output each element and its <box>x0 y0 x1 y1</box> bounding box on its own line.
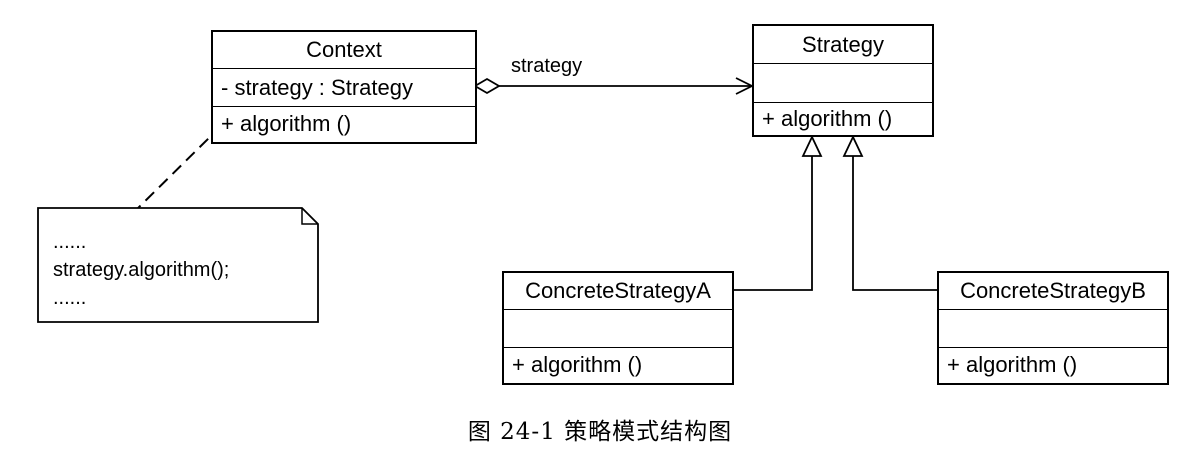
class-concrete-strategy-a: ConcreteStrategyA + algorithm () <box>502 271 734 385</box>
class-strategy-operation: + algorithm () <box>762 106 893 131</box>
note-line-3: ...... <box>53 287 87 309</box>
generalization-arrow-a <box>801 134 823 157</box>
class-concrete-strategy-b: ConcreteStrategyB + algorithm () <box>937 271 1169 385</box>
class-strategy-attributes <box>754 64 932 103</box>
note-anchor-line <box>131 132 215 215</box>
class-concrete-strategy-b-attributes <box>939 310 1167 348</box>
class-context-name: Context <box>213 32 475 69</box>
generalization-line-b <box>852 156 939 291</box>
aggregation-diamond <box>473 77 501 95</box>
class-strategy-name: Strategy <box>754 26 932 64</box>
class-strategy: Strategy + algorithm () <box>752 24 934 137</box>
note-line-1: ...... <box>53 231 87 253</box>
association-label: strategy <box>511 55 583 77</box>
figure-caption: 图 24-1 策略模式结构图 <box>467 419 733 445</box>
note-line-2: strategy.algorithm(); <box>53 259 230 281</box>
note-fold <box>301 208 318 225</box>
class-context-attribute: - strategy : Strategy <box>213 69 475 107</box>
generalization-line-a <box>732 156 813 291</box>
generalization-arrow-b <box>842 134 864 157</box>
class-concrete-strategy-b-operation: + algorithm () <box>947 352 1078 377</box>
class-concrete-strategy-a-attributes <box>504 310 732 348</box>
class-concrete-strategy-b-name: ConcreteStrategyB <box>939 273 1167 310</box>
class-context: Context - strategy : Strategy + algorith… <box>211 30 477 144</box>
class-concrete-strategy-a-name: ConcreteStrategyA <box>504 273 732 310</box>
class-context-operation: + algorithm () <box>221 111 352 136</box>
class-concrete-strategy-a-operation: + algorithm () <box>512 352 643 377</box>
note-shape <box>37 207 319 323</box>
